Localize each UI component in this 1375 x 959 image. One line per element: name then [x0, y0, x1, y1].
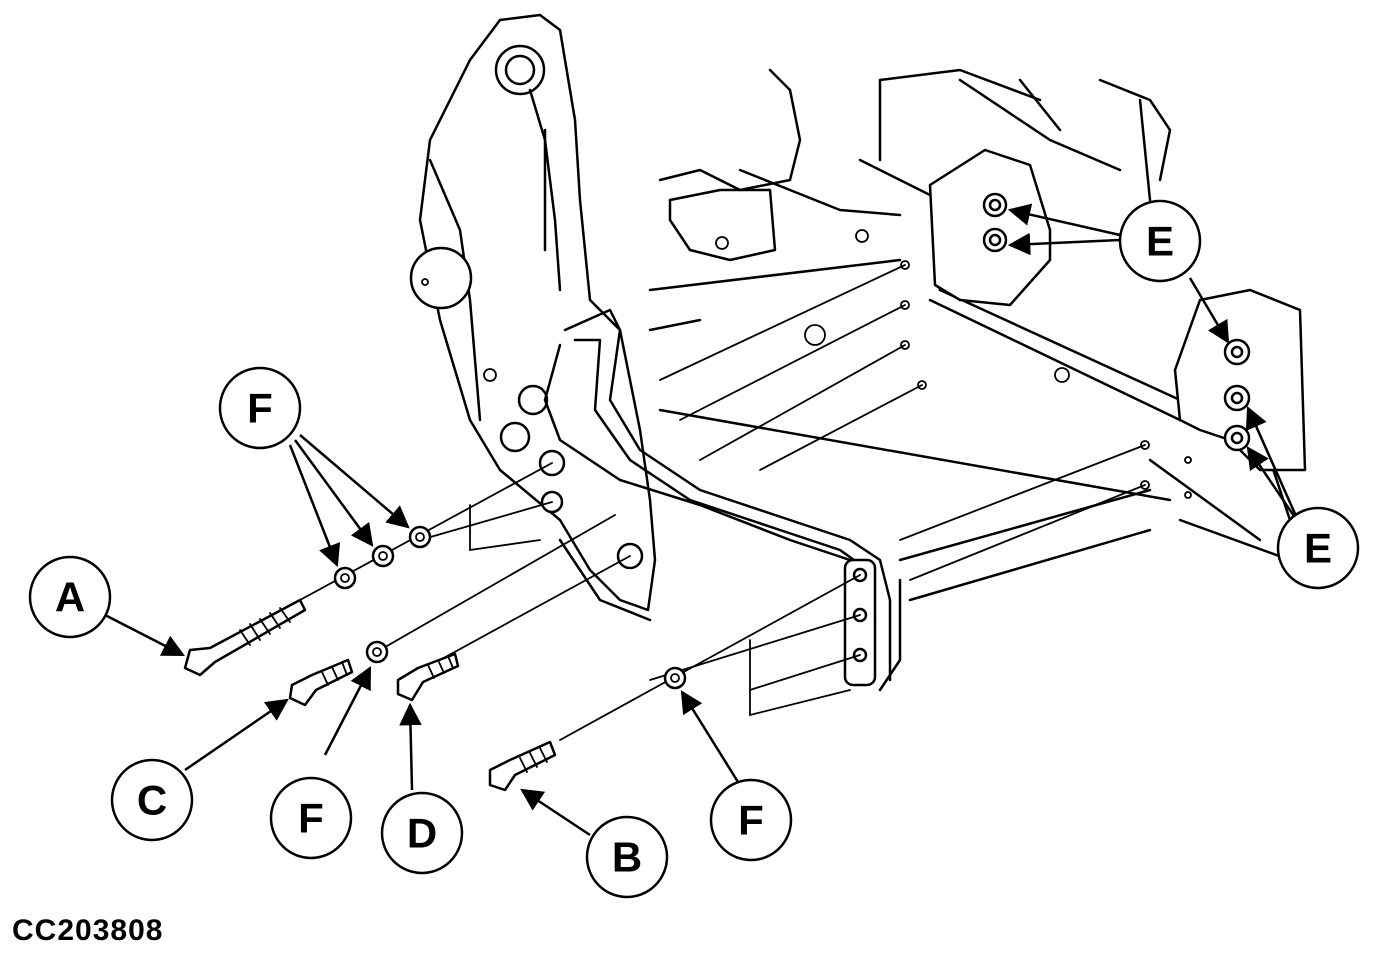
washers-f — [333, 525, 687, 690]
bolt-c — [288, 658, 354, 707]
callout-f-middle: F — [269, 776, 353, 860]
callout-b-label: B — [612, 834, 642, 881]
leader-arrows — [104, 203, 1302, 837]
callout-c: C — [110, 758, 194, 842]
callout-e-lower: E — [1276, 506, 1360, 590]
callout-a-label: A — [55, 574, 85, 621]
callout-f-right: F — [709, 778, 793, 862]
callout-f-top-label: F — [247, 385, 273, 432]
callout-f-middle-label: F — [298, 795, 324, 842]
callout-e-lower-label: E — [1304, 525, 1332, 572]
machine-frame — [648, 68, 1307, 602]
callout-e-upper-label: E — [1146, 218, 1174, 265]
callout-e-upper: E — [1118, 199, 1202, 283]
callout-b: B — [585, 815, 669, 899]
callout-c-label: C — [137, 777, 167, 824]
bolt-b — [488, 740, 557, 792]
callout-a: A — [28, 555, 112, 639]
callout-d: D — [380, 791, 464, 875]
callout-f-top: F — [218, 366, 302, 450]
exploded-guide-lines — [299, 264, 1146, 741]
callout-d-label: D — [407, 810, 437, 857]
figure-id: CC203808 — [12, 914, 164, 947]
bolt-a — [183, 598, 307, 677]
bolt-d — [396, 652, 460, 702]
hose-assembly — [543, 308, 902, 692]
callout-f-right-label: F — [738, 797, 764, 844]
lift-arm-tower — [409, 13, 657, 622]
